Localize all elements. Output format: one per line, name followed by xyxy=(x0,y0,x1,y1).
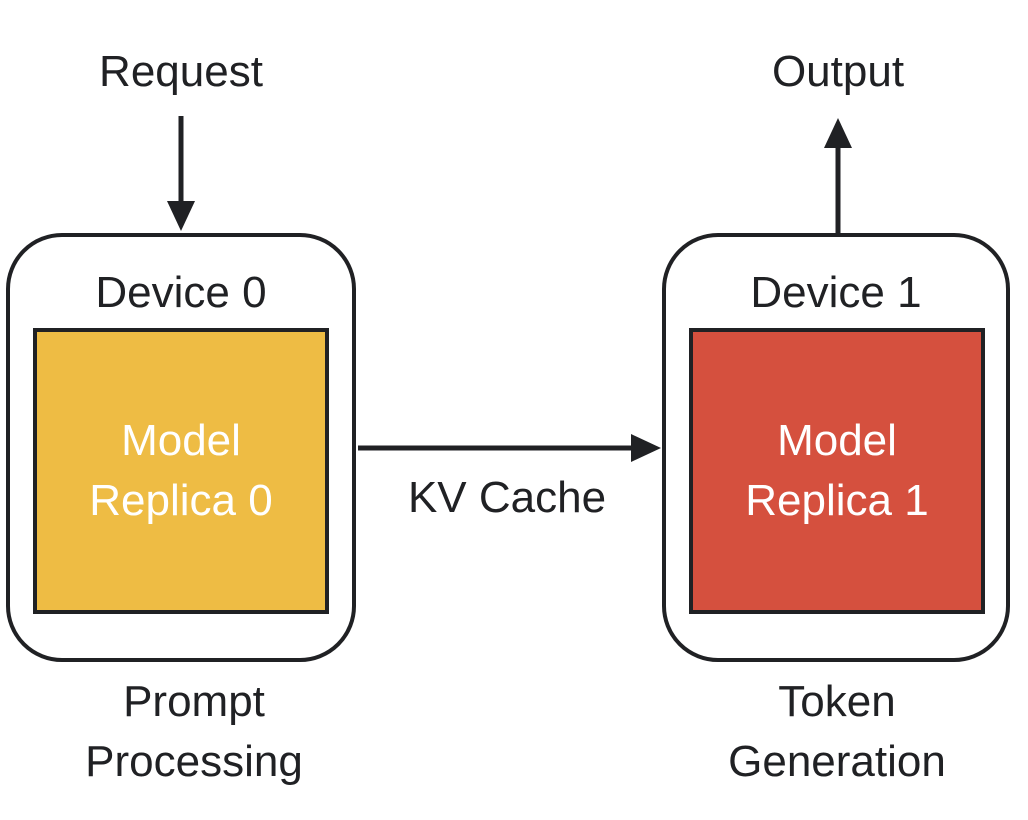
device-0-caption-line2: Processing xyxy=(85,737,303,786)
device-1-caption-line2: Generation xyxy=(728,737,946,786)
device-1-caption-line1: Token xyxy=(778,677,896,726)
device-0-container: Device 0 Model Replica 0 xyxy=(6,233,356,662)
device-0-caption: Prompt Processing xyxy=(14,672,374,792)
model-replica-0-label-line1: Model xyxy=(121,416,241,465)
device-1-container: Device 1 Model Replica 1 xyxy=(662,233,1010,662)
request-arrow xyxy=(167,116,195,231)
model-replica-1-box: Model Replica 1 xyxy=(689,328,985,614)
output-arrow xyxy=(824,118,852,233)
model-replica-0-box: Model Replica 0 xyxy=(33,328,329,614)
model-replica-1-label-line2: Replica 1 xyxy=(745,476,929,525)
output-label: Output xyxy=(771,47,905,96)
request-label: Request xyxy=(99,47,263,96)
device-0-caption-line1: Prompt xyxy=(123,677,265,726)
kv-cache-arrow xyxy=(358,434,661,462)
kv-cache-label: KV Cache xyxy=(407,473,607,522)
model-replica-0-label-line2: Replica 0 xyxy=(89,476,273,525)
model-replica-1-label-line1: Model xyxy=(777,416,897,465)
device-1-title: Device 1 xyxy=(750,268,922,317)
device-1-caption: Token Generation xyxy=(657,672,1017,792)
device-0-title: Device 0 xyxy=(95,268,267,317)
